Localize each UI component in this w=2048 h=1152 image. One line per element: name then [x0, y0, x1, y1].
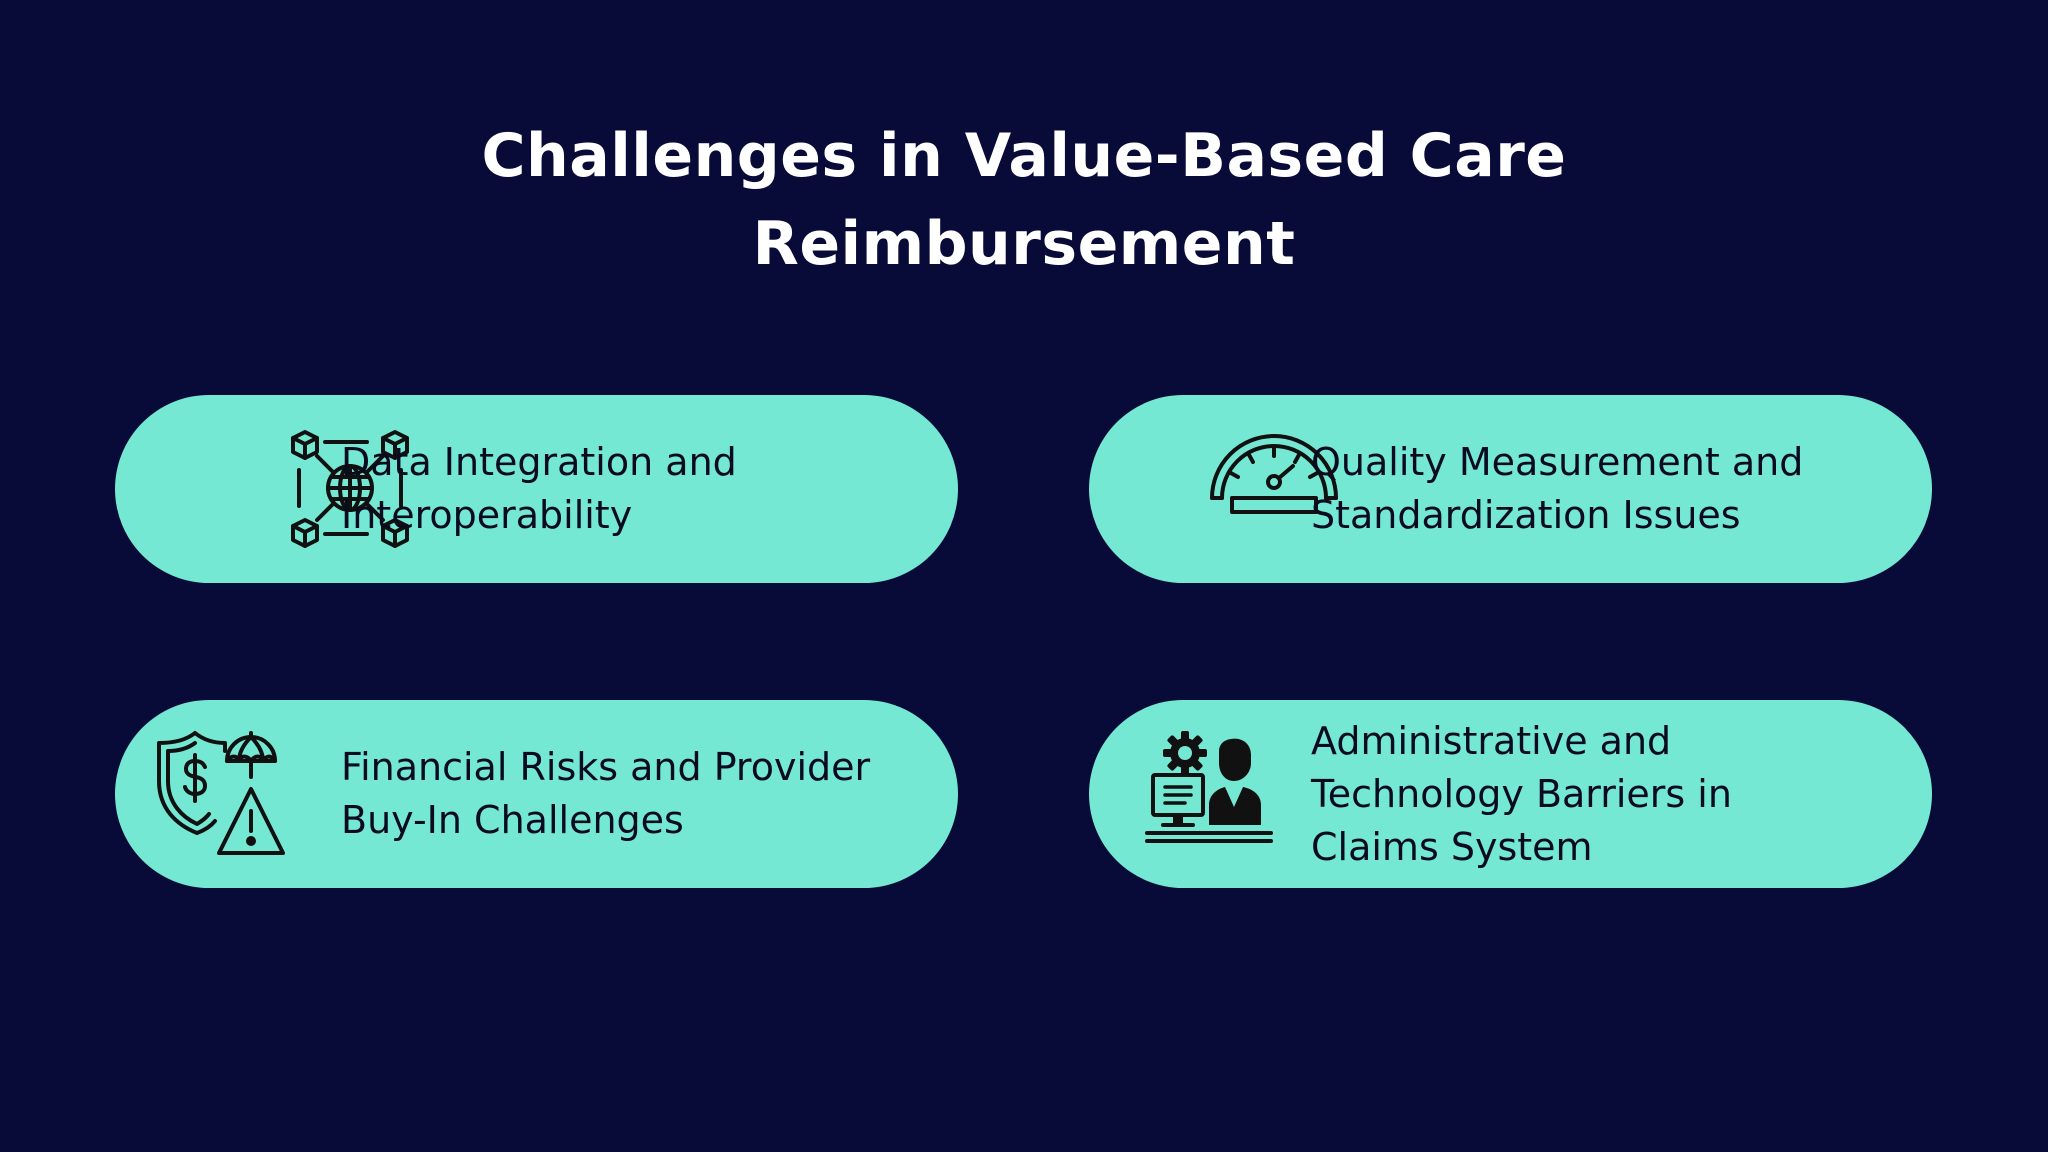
challenge-card-quality-measurement: Quality Measurement and Standardization … — [1089, 395, 1932, 583]
page-title-line-2: Reimbursement — [752, 209, 1296, 279]
page-title-line-1: Challenges in Value-Based Care — [481, 121, 1567, 191]
challenge-card-label-line: Financial Risks and Provider — [341, 745, 871, 789]
admin-technology-icon — [1145, 729, 1275, 859]
challenge-card-label-line: Interoperability — [341, 493, 633, 537]
challenge-card-financial-risks: Financial Risks and Provider Buy-In Chal… — [115, 700, 958, 888]
challenge-card-label-line: Claims System — [1311, 824, 1593, 869]
challenge-card-data-integration: Data Integration and Interoperability — [115, 395, 958, 583]
financial-risk-icon — [155, 729, 285, 859]
challenge-card-label-line: Quality Measurement and — [1311, 440, 1804, 484]
network-globe-icon — [285, 424, 415, 554]
speedometer-icon — [1209, 424, 1339, 554]
challenge-card-administrative-technology: Administrative and Technology Barriers i… — [1089, 700, 1932, 888]
challenge-card-label-line: Administrative and — [1311, 718, 1672, 763]
challenge-card-label: Administrative and Technology Barriers i… — [1311, 700, 1901, 888]
challenge-card-label-line: Buy-In Challenges — [341, 798, 684, 842]
challenge-card-label-line: Standardization Issues — [1311, 493, 1741, 537]
challenge-card-label-line: Technology Barriers in — [1311, 771, 1732, 816]
challenge-card-label: Quality Measurement and Standardization … — [1311, 395, 1901, 583]
challenge-card-label: Data Integration and Interoperability — [341, 395, 931, 583]
challenge-card-label-line: Data Integration and — [341, 440, 737, 484]
challenge-card-label: Financial Risks and Provider Buy-In Chal… — [341, 700, 931, 888]
page-title: Challenges in Value-Based Care Reimburse… — [0, 112, 2048, 288]
